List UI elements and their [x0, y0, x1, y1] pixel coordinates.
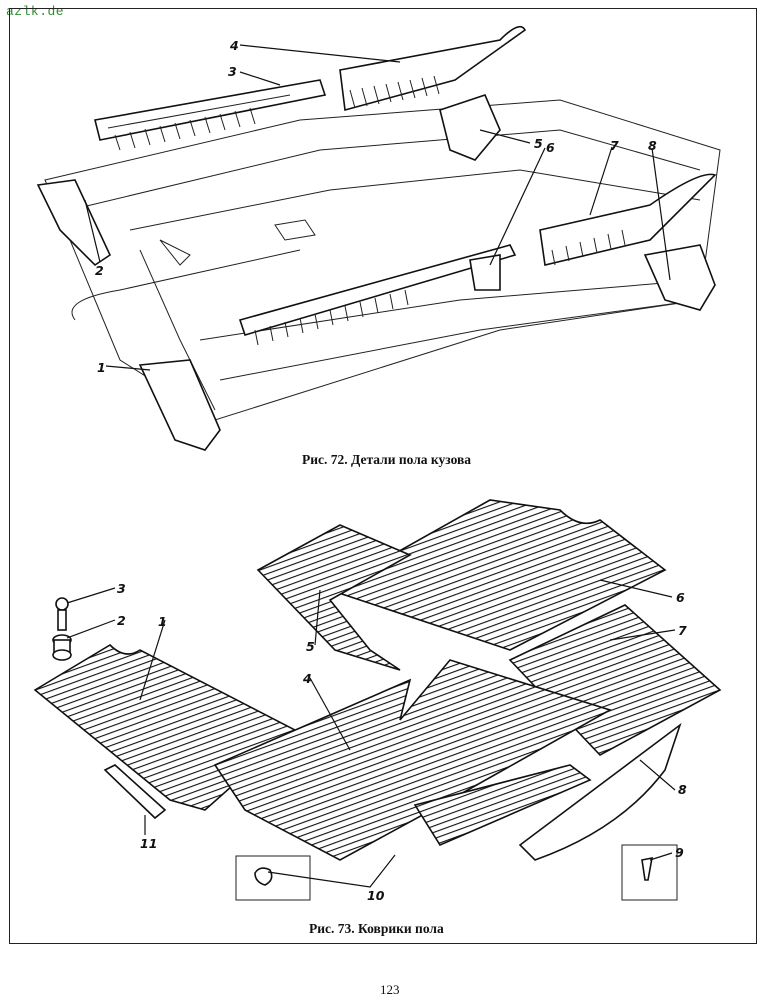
- figure-73-caption: Рис. 73. Коврики пола: [309, 921, 444, 936]
- fig73-callout-10: 10: [367, 888, 385, 903]
- mat-4: [213, 659, 613, 861]
- figure-73-floor-mats: 1 2 3 4 5 6 7 8 9 10 11: [33, 499, 722, 903]
- part-4-sill: [339, 25, 527, 112]
- fig73-callout-8: 8: [678, 782, 687, 797]
- part-11-clip: [103, 764, 167, 820]
- mat-6: [328, 499, 667, 651]
- part-8-trim: [518, 722, 682, 861]
- part-1-bracket: [138, 359, 221, 451]
- mat-rear-small: [413, 764, 592, 847]
- fig73-callout-11: 11: [140, 836, 157, 851]
- fig72-callout-8: 8: [648, 138, 657, 153]
- fig73-callout-6: 6: [676, 590, 685, 605]
- part-5-bracket: [439, 94, 501, 161]
- site-watermark: azlk.de: [6, 4, 65, 19]
- fig73-callout-1: 1: [158, 614, 167, 629]
- page-frame: [9, 8, 757, 944]
- figure-72-floor-parts: 1 2 3 4 5 6 7 8: [36, 25, 721, 451]
- fig73-callout-4: 4: [302, 671, 312, 686]
- part-2-grommet: [52, 634, 72, 661]
- fig72-callout-1: 1: [97, 360, 106, 375]
- fig72-callout-6: 6: [546, 140, 555, 155]
- figure-72-caption: Рис. 72. Детали пола кузова: [302, 452, 472, 467]
- fig73-callout-9: 9: [675, 845, 684, 860]
- fig72-callout-2: 2: [95, 263, 104, 278]
- fig73-callout-7: 7: [678, 623, 687, 638]
- fig73-callout-3: 3: [117, 581, 126, 596]
- page-number: 123: [380, 982, 400, 997]
- part-7-sill: [539, 173, 717, 266]
- part-2-bracket: [36, 179, 112, 267]
- fig73-callout-5: 5: [306, 639, 315, 654]
- part-6-sill: [238, 244, 517, 346]
- fig72-callout-4: 4: [229, 38, 239, 53]
- part-3-bolt: [55, 597, 69, 631]
- mat-5: [256, 524, 412, 671]
- fig73-callout-2: 2: [117, 613, 126, 628]
- part-8-bracket: [643, 244, 716, 311]
- fig72-callout-3: 3: [228, 64, 237, 79]
- detail-box-10: [235, 855, 311, 901]
- part-10-clip: [254, 867, 273, 886]
- part-9-screw: [641, 856, 653, 881]
- fig72-callout-7: 7: [610, 138, 619, 153]
- fig72-callout-5: 5: [534, 136, 543, 151]
- part-3-sill: [94, 79, 327, 151]
- detail-box-9: [621, 844, 678, 901]
